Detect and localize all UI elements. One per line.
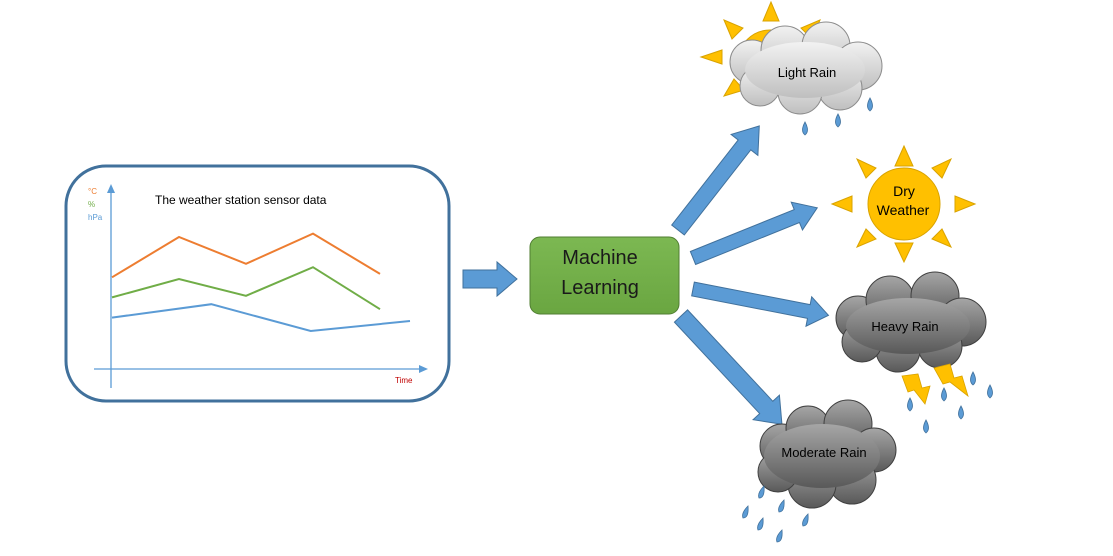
moderate-rain-label: Moderate Rain [781,445,866,460]
moderate-rain-outcome: Moderate Rain [742,399,897,543]
series-line-0 [111,232,381,279]
sensor-data-panel: The weather station sensor data °C % hPa… [64,164,451,403]
legend-hpa-label: hPa [88,213,103,222]
arrow-to-dry-weather [689,201,819,266]
machine-learning-box: Machine Learning [529,236,680,315]
heavy-rain-label: Heavy Rain [871,319,938,334]
ml-box-shape [529,236,680,315]
dry-weather-label-line1: Dry [893,183,915,199]
dry-weather-label-line2: Weather [877,202,930,218]
arrow-to-heavy-rain [691,281,830,328]
y-axis-arrowhead [107,184,115,193]
ml-box-label-line2: Learning [561,277,639,299]
moderate-rain-drops-icon [742,485,809,543]
dry-weather-sun-icon [830,144,977,264]
legend-percent-label: % [88,200,95,209]
chart-title: The weather station sensor data [155,193,327,207]
chart-series-layer [111,232,411,333]
input-arrow [462,260,518,298]
sensor-panel-frame [64,164,451,403]
heavy-rain-cloud-icon [835,271,987,373]
series-line-2 [111,303,411,333]
light-rain-cloud-icon [729,21,883,115]
dry-weather-outcome: Dry Weather [830,144,977,264]
series-line-1 [111,266,381,311]
heavy-rain-drops-icon [907,371,993,434]
legend-celsius-label: °C [88,187,97,196]
chart-axes [94,184,428,388]
arrow-to-light-rain [670,125,760,236]
x-axis-label: Time [395,376,413,385]
light-rain-drops-icon [802,97,873,136]
moderate-rain-cloud-icon [757,399,897,509]
x-axis-arrowhead [419,365,428,373]
arrow-to-moderate-rain [673,309,783,425]
light-rain-label: Light Rain [778,65,837,80]
heavy-rain-outcome: Heavy Rain [835,271,993,434]
heavy-rain-lightning-icon [901,363,969,405]
output-arrows [670,125,830,425]
ml-box-label-line1: Machine [562,247,638,269]
light-rain-outcome: Light Rain [699,0,883,136]
